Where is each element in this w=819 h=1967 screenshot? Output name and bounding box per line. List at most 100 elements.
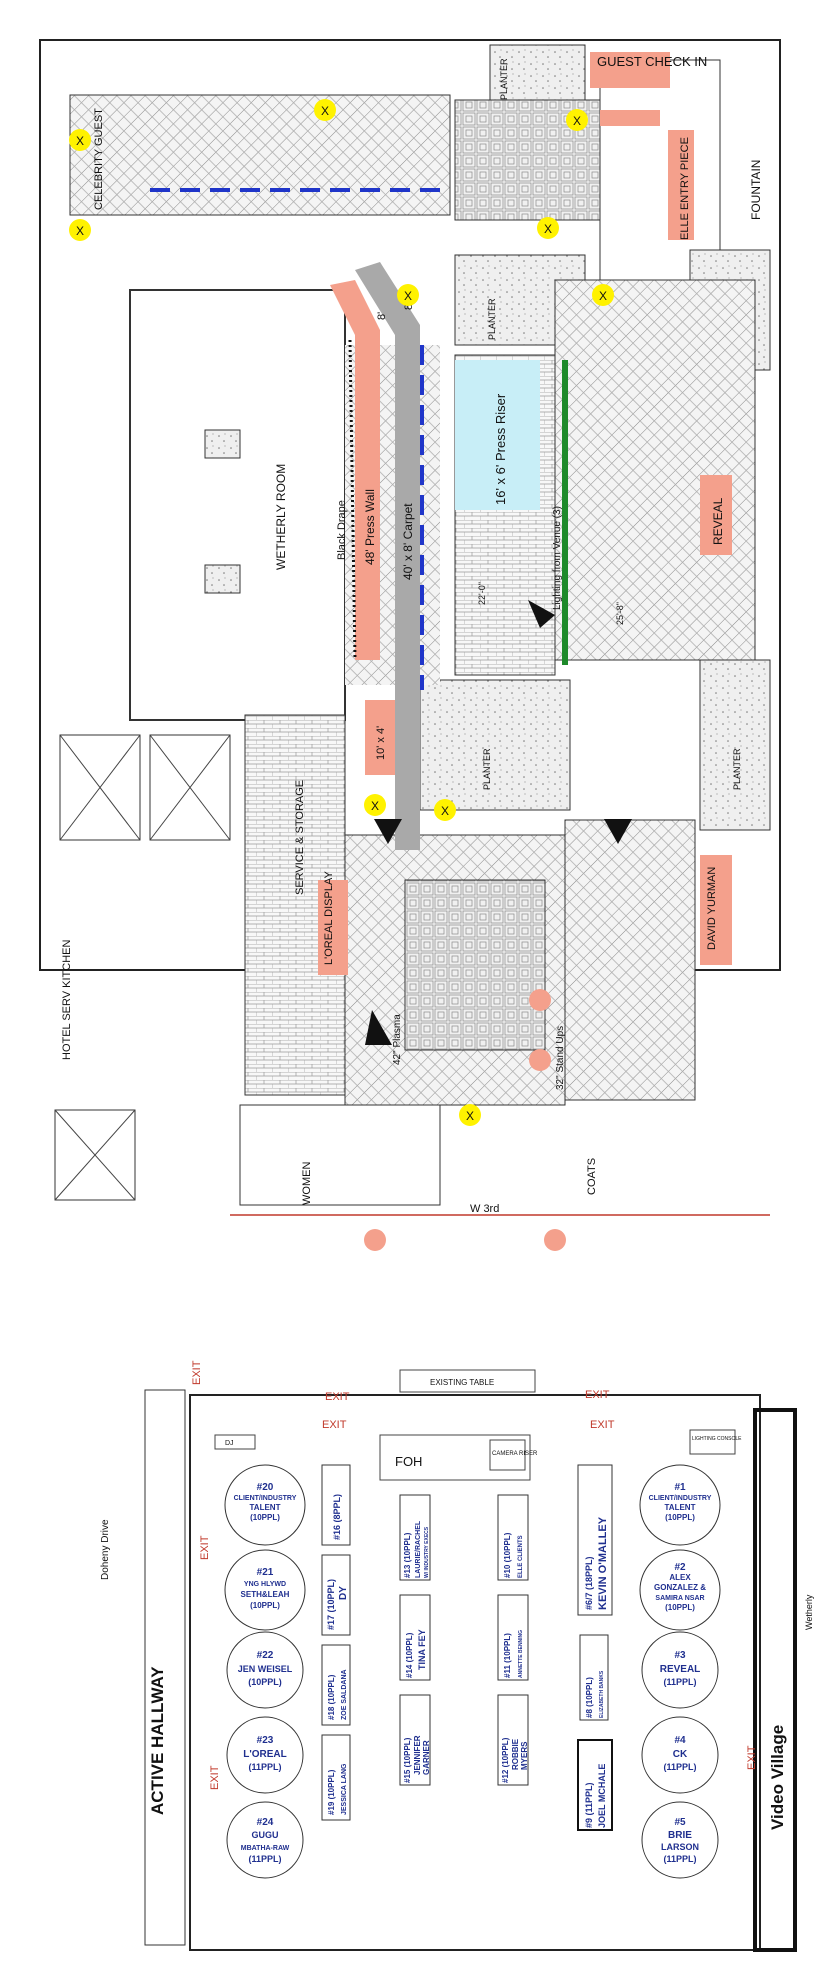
- banquet-16: #16 (8PPL): [321, 1464, 351, 1546]
- exit-label: EXIT: [325, 1391, 350, 1403]
- fountain-label: FOUNTAIN: [749, 160, 763, 220]
- banquet-15: #15 (10PPL) JENNIFER GARNER: [399, 1694, 431, 1786]
- svg-text:L'OREAL: L'OREAL: [243, 1749, 287, 1760]
- loreal-display-label: L'OREAL DISPLAY: [323, 871, 335, 965]
- svg-text:SETH&LEAH: SETH&LEAH: [241, 1590, 290, 1599]
- plasma-label: 42" Plasma: [392, 1014, 403, 1065]
- svg-text:(10PPL): (10PPL): [250, 1513, 280, 1522]
- svg-text:KEVIN O'MALLEY: KEVIN O'MALLEY: [597, 1516, 609, 1610]
- svg-text:#3: #3: [674, 1650, 686, 1661]
- terrace-lower-right: [564, 819, 696, 1101]
- lighting-console-label: LIGHTING CONSOLE: [692, 1436, 742, 1442]
- svg-text:#17 (10PPL): #17 (10PPL): [326, 1579, 336, 1630]
- svg-text:#1: #1: [674, 1482, 686, 1493]
- dim-label-1: 22'-0": [477, 582, 487, 605]
- banquet-18: #18 (10PPL) ZOE SALDANA: [321, 1644, 351, 1726]
- street-label: W 3rd: [470, 1203, 499, 1215]
- svg-text:(10PPL): (10PPL): [248, 1677, 282, 1687]
- banquet-9: #9 (11PPL) JOEL MCHALE: [577, 1739, 613, 1831]
- kitchen-elevator: [54, 1109, 136, 1201]
- svg-text:(11PPL): (11PPL): [663, 1677, 696, 1687]
- table-2: #2 ALEX GONZALEZ & SAMIRA NSAR (10PPL): [639, 1549, 721, 1631]
- black-drape-label: Black Drape: [336, 500, 348, 560]
- carpet-10x4: [365, 700, 395, 775]
- dj-booth: [214, 1434, 256, 1450]
- planter-label-5: PLANTER: [732, 748, 742, 790]
- svg-text:#6/7 (18PPL): #6/7 (18PPL): [584, 1556, 594, 1610]
- banquet-10: #10 (10PPL) ELLE CLIENTS: [497, 1494, 529, 1581]
- doheny-drive-label: Doheny Drive: [100, 1519, 111, 1580]
- ballroom-outline: [189, 1394, 761, 1951]
- svg-text:#18 (10PPL): #18 (10PPL): [327, 1674, 336, 1720]
- svg-text:LAURIE/RACHEL: LAURIE/RACHEL: [415, 1520, 422, 1578]
- banquet-14: #14 (10PPL) TINA FEY: [399, 1594, 431, 1681]
- svg-text:X: X: [76, 224, 84, 238]
- arrow-icon: [374, 819, 402, 844]
- svg-text:REVEAL: REVEAL: [660, 1664, 701, 1675]
- svg-text:YNG HLYWD: YNG HLYWD: [244, 1581, 286, 1588]
- guest-check-in-label: GUEST CHECK IN: [597, 54, 707, 69]
- svg-text:X: X: [544, 222, 552, 236]
- svg-text:#11 (10PPL): #11 (10PPL): [503, 1633, 512, 1678]
- svg-text:ELLE CLIENTS: ELLE CLIENTS: [518, 1535, 524, 1578]
- banquet-13: #13 (10PPL) LAURIE/RACHEL W/ INDUSTRY EX…: [399, 1494, 431, 1581]
- svg-text:X: X: [441, 804, 449, 818]
- exit-label: EXIT: [209, 1765, 221, 1790]
- svg-text:CLIENT/INDUSTRY: CLIENT/INDUSTRY: [649, 1495, 712, 1502]
- svg-text:X: X: [321, 104, 329, 118]
- camera-riser-label: CAMERA RISER: [492, 1451, 538, 1457]
- svg-text:TALENT: TALENT: [665, 1503, 696, 1512]
- svg-text:X: X: [371, 799, 379, 813]
- svg-text:#13 (10PPL): #13 (10PPL): [403, 1532, 412, 1578]
- wetherly-room: [129, 289, 346, 721]
- svg-text:#19 (10PPL): #19 (10PPL): [327, 1769, 336, 1815]
- planter-top: [489, 44, 586, 101]
- svg-text:TINA FEY: TINA FEY: [417, 1629, 427, 1670]
- svg-text:MYERS: MYERS: [520, 1741, 529, 1770]
- women-restroom: [239, 1104, 441, 1206]
- lighting-console: [689, 1429, 736, 1455]
- celebrity-guest-corridor: [69, 94, 451, 216]
- active-hallway-label: ACTIVE HALLWAY: [148, 1666, 167, 1815]
- terrace-right: [554, 279, 756, 661]
- carpet-10x4-label: 10' x 4': [375, 726, 387, 760]
- svg-text:#14 (10PPL): #14 (10PPL): [405, 1632, 414, 1678]
- svg-text:SAMIRA NSAR: SAMIRA NSAR: [655, 1595, 704, 1602]
- elle-entry-piece: [668, 130, 694, 240]
- svg-text:JEN WEISEL: JEN WEISEL: [238, 1664, 293, 1674]
- press-wall-label: 48' Press Wall: [363, 489, 377, 565]
- press-riser: [455, 360, 540, 510]
- reveal-label: REVEAL: [711, 497, 725, 545]
- arrow-icon: [604, 819, 632, 844]
- video-village: [753, 1408, 797, 1952]
- svg-text:#12 (10PPL): #12 (10PPL): [501, 1737, 510, 1783]
- exit-label: EXIT: [191, 1360, 203, 1385]
- svg-text:ROBBIE: ROBBIE: [511, 1738, 520, 1770]
- svg-text:#4: #4: [674, 1735, 686, 1746]
- svg-text:#15 (10PPL): #15 (10PPL): [403, 1737, 412, 1783]
- plasma-arrow-icon: [365, 1010, 392, 1045]
- exit-label: EXIT: [199, 1535, 211, 1560]
- planter-label-1: PLANTER: [499, 58, 509, 100]
- celebrity-guest-label: CELEBRITY GUEST: [93, 108, 105, 210]
- standup-street-2: [544, 1229, 566, 1251]
- wetherly-room-label: WETHERLY ROOM: [274, 464, 288, 570]
- svg-text:(11PPL): (11PPL): [663, 1854, 696, 1864]
- svg-text:#5: #5: [674, 1817, 686, 1828]
- service-storage-label: SERVICE & STORAGE: [294, 780, 306, 895]
- svg-text:#8 (10PPL): #8 (10PPL): [585, 1677, 594, 1718]
- existing-table-label: EXISTING TABLE: [430, 1378, 494, 1387]
- banquet-11: #11 (10PPL) ANNETTE BENNING: [497, 1594, 529, 1681]
- women-label: WOMEN: [301, 1162, 313, 1205]
- banquet-19: #19 (10PPL) JESSICA LANG: [321, 1734, 351, 1821]
- column: [204, 429, 241, 459]
- lighting-label: Lighting from Venue (3): [552, 506, 563, 610]
- dim-8-label: 8': [376, 312, 388, 320]
- lounge-rug: [404, 879, 546, 1051]
- banquet-17: #17 (10PPL) DY: [321, 1554, 351, 1636]
- standup-2: [529, 1049, 551, 1071]
- check-in-table: [600, 110, 660, 126]
- svg-text:#23: #23: [257, 1735, 274, 1746]
- standup-street-1: [364, 1229, 386, 1251]
- standups-label: 32" Stand Ups: [555, 1026, 566, 1090]
